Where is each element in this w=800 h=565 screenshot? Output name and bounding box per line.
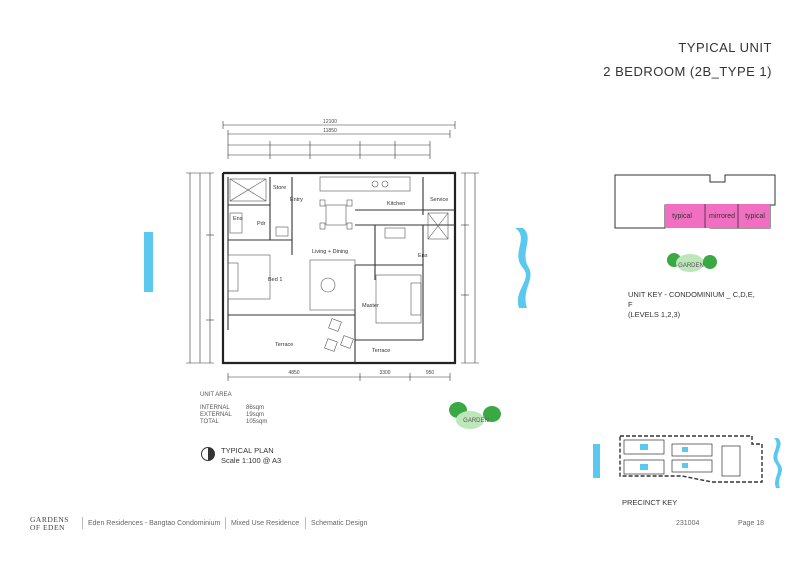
room-living-dining: Living + Dining (312, 249, 348, 255)
page-title: TYPICAL UNIT (678, 40, 772, 55)
room-ensuite-1: Ens (233, 216, 243, 222)
footer-stage: Schematic Design (311, 520, 368, 527)
unit-key-diagram: typical mirrored typical (614, 174, 776, 229)
unit-area-heading: UNIT AREA (200, 392, 232, 398)
unit-key-caption-2: F (628, 300, 633, 309)
room-entry: Entry (290, 197, 303, 203)
footer-divider (82, 517, 83, 529)
room-ensuite-2: Ens (418, 253, 428, 259)
room-store: Store (273, 185, 286, 191)
unit-key-garden-label: GARDEN (678, 263, 704, 269)
site-water-left (144, 232, 153, 292)
footer-project: Eden Residences - Bangtao Condominium (88, 520, 221, 527)
footer-logo-line1: GARDENS (30, 515, 69, 524)
scale-title: TYPICAL PLAN (221, 446, 274, 455)
precinct-key-diagram (619, 435, 782, 488)
unit-area-external-value: 19sqm (246, 412, 265, 418)
unit-key-label-1: typical (672, 213, 692, 220)
room-terrace-1: Terrace (275, 342, 293, 348)
unit-key-garden: GARDEN (667, 253, 717, 272)
unit-area-internal-value: 86sqm (246, 405, 265, 411)
page-subtitle: 2 BEDROOM (2B_TYPE 1) (603, 64, 772, 79)
dim-overall: 12100 (323, 119, 337, 125)
unit-area-total-label: TOTAL (200, 419, 219, 425)
room-master: Master (362, 303, 379, 309)
footer-divider (225, 517, 226, 529)
room-service: Service (430, 197, 448, 203)
unit-area-total-value: 105sqm (246, 419, 268, 425)
scale-subtitle: Scale 1:100 @ A3 (221, 456, 282, 465)
dim-bottom-2: 3300 (379, 370, 390, 376)
unit-key-caption-1: UNIT KEY - CONDOMINIUM _ C,D,E, (628, 290, 755, 299)
footer-logo: GARDENS OF EDEN (30, 516, 69, 532)
room-kitchen: Kitchen (387, 201, 405, 207)
dim-bottom-1: 4850 (288, 370, 299, 376)
unit-area-external-label: EXTERNAL (200, 412, 232, 418)
north-icon (201, 447, 215, 461)
unit-key-box-3 (738, 204, 770, 228)
site-water-right (515, 228, 531, 308)
dim-inner: 11850 (323, 128, 337, 134)
footer-logo-line2: OF EDEN (30, 523, 65, 532)
footer-divider (305, 517, 306, 529)
unit-key-caption-3: (LEVELS 1,2,3) (628, 310, 681, 319)
unit-key-label-2: mirrored (709, 213, 735, 220)
garden-bottom: GARDEN (449, 402, 501, 429)
footer-type: Mixed Use Residence (231, 520, 300, 527)
unit-key-box-1 (665, 204, 710, 228)
room-terrace-2: Terrace (372, 348, 390, 354)
dim-bottom-3: 950 (426, 370, 435, 376)
precinct-water-left (593, 444, 600, 478)
unit-key-box-2 (705, 204, 740, 228)
footer-code: 231004 (676, 520, 700, 527)
unit-area-internal-label: INTERNAL (200, 405, 230, 411)
footer-page: Page 18 (738, 520, 765, 527)
room-bed-1: Bed 1 (268, 277, 282, 283)
unit-key-label-3: typical (745, 213, 765, 220)
floor-plan: 12100 11850 Store Entry Kitchen Service … (186, 119, 479, 381)
garden-bottom-label: GARDEN (463, 418, 489, 424)
precinct-caption: PRECINCT KEY (622, 498, 678, 507)
room-powder: Pdr (257, 221, 266, 227)
